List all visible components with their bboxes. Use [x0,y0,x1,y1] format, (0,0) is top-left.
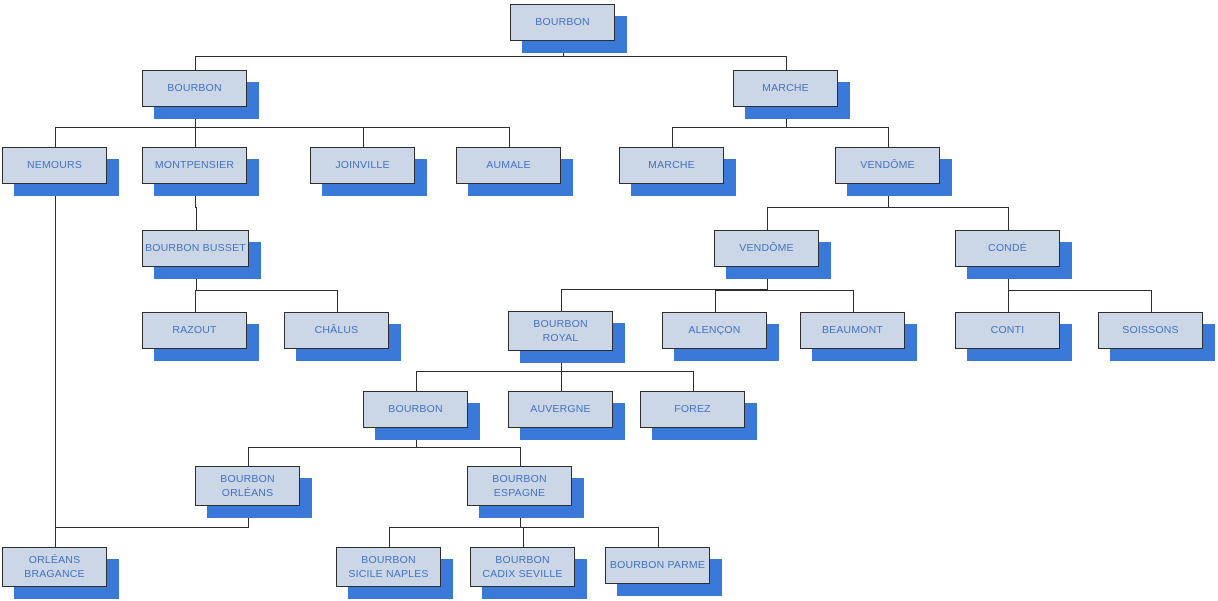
tree-node-label: AUVERGNE [530,403,591,416]
tree-node-bourbon-sicile-naples: BOURBON SICILE NAPLES [336,547,441,587]
tree-node-label: AUMALE [486,159,531,172]
tree-node-label: MONTPENSIER [154,159,235,172]
tree-node-bourbon-royal: BOURBON ROYAL [508,311,613,351]
tree-node-soissons: SOISSONS [1098,312,1203,349]
tree-node-label: JOINVILLE [335,159,390,172]
tree-node-label: BOURBON ESPAGNE [492,472,547,499]
connector-n23-n25 [55,506,249,547]
tree-node-label: BOURBON [535,16,590,29]
tree-node-bourbon-parme: BOURBON PARME [605,547,710,584]
tree-node-orléans-bragance: ORLÉANS BRAGANCE [2,547,107,587]
tree-node-châlus: CHÂLUS [284,312,389,349]
tree-node-label: VENDÔME [860,159,915,172]
connector-n20-n24 [416,428,521,466]
connector-n24-n28 [520,506,659,547]
connector-n20-n23 [248,428,417,466]
tree-node-vendôme: VENDÔME [835,147,940,184]
tree-node-bourbon-espagne: BOURBON ESPAGNE [467,466,572,506]
tree-node-nemours: NEMOURS [2,147,107,184]
tree-node-beaumont: BEAUMONT [800,312,905,349]
connector-n13-n16 [715,267,768,312]
tree-node-bourbon-busset: BOURBON BUSSET [142,230,249,267]
tree-node-label: MARCHE [762,82,809,95]
connector-n1-n3 [563,41,787,70]
tree-node-label: BOURBON ROYAL [533,317,588,344]
tree-node-label: BEAUMONT [821,324,884,337]
tree-node-joinville: JOINVILLE [310,147,415,184]
connector-n13-n17 [767,267,854,312]
tree-node-label: CHÂLUS [314,324,359,337]
connector-n10-n11 [195,267,197,312]
connector-n24-n26 [389,506,521,547]
tree-node-label: BOURBON SICILE NAPLES [348,553,429,580]
tree-node-marche: MARCHE [733,70,838,107]
connector-n15-n20 [416,351,562,391]
connector-n2-n4 [55,107,196,147]
tree-node-label: FOREZ [674,403,711,416]
tree-node-bourbon: BOURBON [363,391,468,428]
tree-node-label: BOURBON PARME [609,559,706,572]
tree-node-label: VENDÔME [739,242,794,255]
tree-node-conti: CONTI [955,312,1060,349]
connector-n1-n2 [195,41,564,70]
connector-n9-n14 [888,184,1009,230]
tree-node-label: BOURBON BUSSET [145,242,246,255]
tree-node-condé: CONDÉ [955,230,1060,267]
connector-n3-n8 [672,107,787,147]
tree-node-bourbon-cadix-seville: BOURBON CADIX SEVILLE [470,547,575,587]
tree-node-label: CONTI [990,324,1025,337]
connector-n5-n10 [195,184,197,230]
connector-n2-n7 [195,107,510,147]
tree-node-vendôme: VENDÔME [714,230,819,267]
tree-node-auvergne: AUVERGNE [508,391,613,428]
tree-node-aumale: AUMALE [456,147,561,184]
tree-node-forez: FOREZ [640,391,745,428]
tree-node-label: BOURBON [167,82,222,95]
tree-node-marche: MARCHE [619,147,724,184]
tree-node-label: ALENÇON [688,324,741,337]
tree-node-label: ORLÉANS BRAGANCE [24,553,85,580]
tree-node-bourbon-orléans: BOURBON ORLÉANS [195,466,300,506]
tree-node-alençon: ALENÇON [662,312,767,349]
tree-node-label: BOURBON CADIX SEVILLE [482,553,563,580]
tree-node-bourbon: BOURBON [510,4,615,41]
connector-n14-n19 [1008,267,1152,312]
tree-node-label: BOURBON [388,403,443,416]
tree-node-label: BOURBON ORLÉANS [220,472,275,499]
tree-node-label: SOISSONS [1122,324,1179,337]
connector-n24-n27 [520,506,524,547]
tree-node-label: CONDÉ [988,242,1027,255]
connector-n10-n12 [196,267,338,312]
connector-n13-n15 [561,267,768,311]
connector-n2-n6 [195,107,364,147]
connector-n15-n22 [561,351,694,391]
connector-n3-n9 [786,107,889,147]
tree-node-bourbon: BOURBON [142,70,247,107]
connector-n9-n13 [767,184,889,230]
tree-node-montpensier: MONTPENSIER [142,147,247,184]
tree-node-label: NEMOURS [26,159,83,172]
tree-node-label: RAZOUT [172,324,217,337]
tree-node-label: MARCHE [648,159,695,172]
tree-node-razout: RAZOUT [142,312,247,349]
